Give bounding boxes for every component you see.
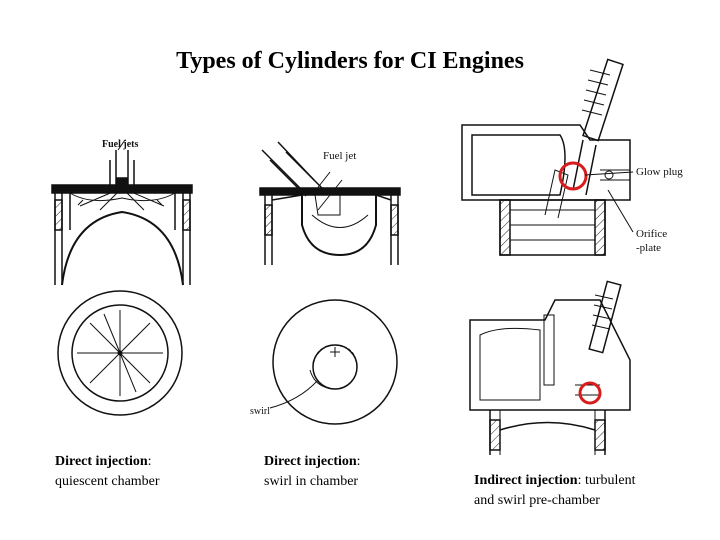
caption-bold: Direct injection xyxy=(55,454,148,469)
quiescent-chamber-section xyxy=(51,139,193,286)
quiescent-chamber-plan xyxy=(57,290,183,416)
caption-direct-swirl: Direct injection: swirl in chamber xyxy=(264,452,361,492)
swirl-chamber-section xyxy=(259,141,401,265)
prechamber-highlight-circle-lower xyxy=(578,381,602,405)
caption-indirect: Indirect injection: turbulent and swirl … xyxy=(474,471,636,511)
prechamber-highlight-circle xyxy=(558,161,588,191)
caption-line2: swirl in chamber xyxy=(264,474,359,489)
fuel-jets-label: Fuel jets xyxy=(102,139,139,150)
caption-suffix: : turbulent xyxy=(577,473,636,488)
caption-bold: Direct injection xyxy=(264,454,357,469)
prechamber-section-upper xyxy=(461,58,631,256)
orifice-label-line2: -plate xyxy=(636,242,662,254)
caption-direct-quiescent: Direct injection: quiescent chamber xyxy=(55,452,160,492)
page-title: Types of Cylinders for CI Engines xyxy=(176,48,524,74)
glow-plug-label: Glow plug xyxy=(636,166,683,178)
caption-bold: Indirect injection xyxy=(474,473,578,488)
prechamber-section-lower xyxy=(469,280,631,455)
swirl-chamber-plan xyxy=(269,299,398,425)
glow-plug-leader xyxy=(584,171,634,176)
caption-line2: quiescent chamber xyxy=(55,474,160,489)
caption-suffix: : xyxy=(147,454,152,469)
swirl-label: swirl xyxy=(250,406,270,417)
orifice-label-line1: Orifice xyxy=(636,228,668,240)
caption-suffix: : xyxy=(356,454,361,469)
orifice-leader xyxy=(607,189,634,233)
caption-line2: and swirl pre-chamber xyxy=(474,493,600,508)
fuel-jet-label: Fuel jet xyxy=(323,150,357,162)
